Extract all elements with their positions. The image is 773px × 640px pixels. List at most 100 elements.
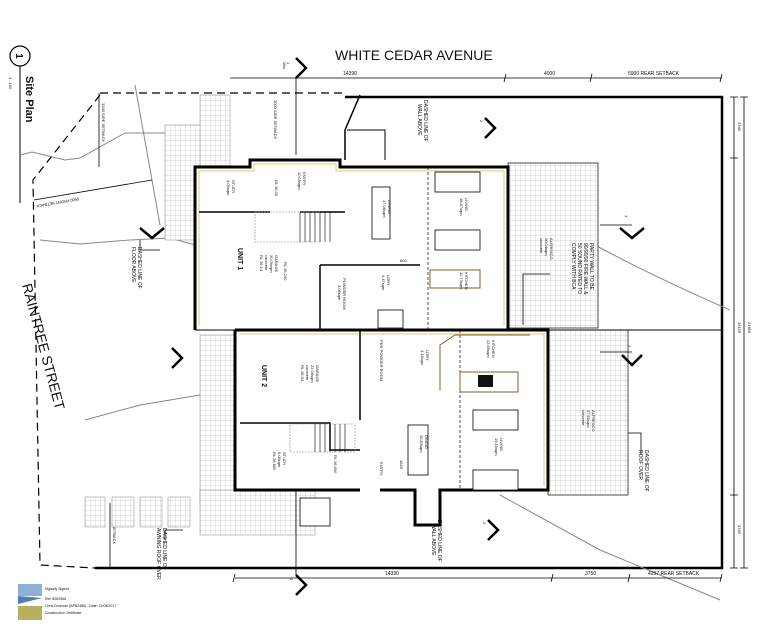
stairs-unit1 <box>254 211 331 243</box>
dim-right-total: 21695 <box>747 322 752 334</box>
section-marker-label: 1 <box>289 578 294 581</box>
note-floor-above-2: FLOOR ABOVE <box>130 247 136 283</box>
stamp-logo-blue <box>18 584 42 596</box>
side-paving-unit1 <box>199 94 231 171</box>
note-party-wall-1: PARTY WALL TO BE <box>588 243 594 291</box>
dim-top-length: 14390 <box>343 71 357 77</box>
room-alfresco-unit2-area: 27.50sqm <box>586 410 591 428</box>
room-alfresco-unit1-area: 20.04sqm <box>544 238 549 256</box>
room-kitchen-unit1: KITCHEN <box>464 272 469 290</box>
dim-right-mid: 15105 <box>737 322 742 334</box>
room-powder-unit2: PDR POWDER ROOM <box>379 340 384 381</box>
room-kitchen-unit2: KITCHEN <box>491 340 496 358</box>
room-living-unit2: LIVING <box>499 438 504 451</box>
section-marker-sheet: 08a <box>282 62 287 69</box>
room-study-unit2-rl: RL 36.600 <box>272 452 277 471</box>
room-alfresco-unit1-finish: concrete <box>539 238 544 254</box>
drawing-title: Site Plan <box>23 76 35 123</box>
room-garage-unit2-rl: RL 36.54 <box>300 365 305 382</box>
room-study-unit1-area: 4.05sqm <box>226 180 231 196</box>
unit1-rl: RL 36.240 <box>283 262 288 281</box>
unit1-label: UNIT 1 <box>236 248 243 270</box>
room-alfresco-unit2-finish: concrete <box>581 410 586 426</box>
note-floor-above-1: DASHED LINE OF <box>136 247 142 289</box>
section-marker-label: 1 <box>286 62 291 65</box>
room-entry-unit1-area: 10.09sqm <box>297 172 302 190</box>
stamp-line1: Digitally Signed <box>45 587 69 591</box>
note-party-wall-2: 90/90/90 FIRE WALL & <box>582 243 588 295</box>
drawing-notes: DASHED LINE OF WALL ABOVE DASHED LINE OF… <box>130 100 649 580</box>
room-kitchen-unit1-area: 11.73sqm <box>459 272 464 290</box>
street-name-top: WHITE CEDAR AVENUE <box>335 47 493 63</box>
digital-signature-stamp: Digitally Signed Ref: 8052566 Chris Dono… <box>18 584 116 620</box>
unit2-rl: RL 36.600 <box>333 455 338 474</box>
room-powder-unit1-area: 3.05sqm <box>337 285 342 301</box>
kitchen-island-unit1 <box>429 269 481 289</box>
note-awning-2: AWNING ROOF OVER <box>155 528 161 580</box>
stamp-line2: Ref: 8052566 <box>45 597 66 601</box>
dim-bench: 600 <box>400 258 407 263</box>
room-entry-unit2: ENTRY <box>379 462 384 476</box>
room-garage-unit1: GARAGE <box>274 255 279 272</box>
section-marker-label: 2 <box>627 345 632 348</box>
dim-side-setback-top: 3000 SIDE SETBACK <box>273 100 278 139</box>
room-living-unit2-area: 19.10sqm <box>494 438 499 456</box>
dim-bottom-length: 14390 <box>385 571 399 577</box>
room-study-unit2: STUDY <box>282 452 287 466</box>
section-marker-1-top: 1 08a <box>282 57 308 155</box>
room-dining-unit2: DINING <box>424 435 429 449</box>
note-wall-above-bottom-2: WALL ABOVE <box>430 524 436 556</box>
top-dimension: 14390 4000 5900 REAR SETBACK <box>230 71 723 83</box>
stamp-line3: Chris Donovan (BPB2486) - Date: 21/08/20… <box>45 604 116 608</box>
view-number: 1 <box>13 53 24 59</box>
furniture <box>299 171 519 527</box>
room-dining-unit1-area: 17.08sqm <box>382 200 387 218</box>
section-marker-label: 2 <box>482 522 487 525</box>
unit1-labels: UNIT 1 RL 36.240 STUDY 4.05sqm ENTRY 10.… <box>226 172 554 310</box>
room-alfresco-unit1: ALFRESCO <box>549 238 554 260</box>
stamp-line4: Construction Certificate <box>45 611 81 615</box>
section-marker-2-top: 2 <box>479 117 497 139</box>
dining-table-unit1 <box>371 186 391 240</box>
room-study-unit2-area: 9.08sqm <box>277 452 282 468</box>
dim-entry: 1825 <box>399 460 404 470</box>
room-laundry-unit1-area: 4.47sqm <box>381 275 386 291</box>
sofa-unit2 <box>472 409 519 431</box>
street-name-left: RAINTREE STREET <box>19 282 68 412</box>
note-awning-1: DASHED LINE OF <box>161 528 167 570</box>
room-entry-unit1-rl: RL 36.00 <box>274 180 279 197</box>
room-dining-unit1: DINING <box>387 200 392 214</box>
kitchen-island-unit2 <box>459 371 519 393</box>
entry-paving-unit2 <box>199 489 316 536</box>
awning-tiles <box>84 496 191 528</box>
unit2-label: UNIT 2 <box>260 365 267 387</box>
dim-top-rear: 5900 REAR SETBACK <box>628 71 680 77</box>
bottom-dimension: 14390 3750 4297 REAR SETBACK <box>232 571 723 583</box>
note-roof-over-1: DASHED LINE OF <box>643 450 649 492</box>
site-boundary <box>19 84 731 601</box>
note-party-wall-4: COMPLY WITH BCA <box>570 243 576 290</box>
stamp-logo-olive <box>18 606 42 620</box>
section-marker-label: 2 <box>479 120 484 123</box>
right-dimensions: 3345 21695 15105 3345 <box>730 96 752 569</box>
drawing-scale: 1 : 100 <box>8 77 13 90</box>
section-marker-1-bottom: 1 <box>289 490 308 596</box>
side-paving-unit2 <box>199 334 239 506</box>
dim-side-setback-top-left: 3345 SIDE SETBACK <box>101 103 106 142</box>
room-kitchen-unit2-area: 13.69sqm <box>486 340 491 358</box>
dim-bottom-mid: 3750 <box>585 571 596 577</box>
alfresco-unit2-paving <box>547 329 629 496</box>
room-garage-unit1-rl: RL 36.14 <box>259 255 264 272</box>
note-party-wall-3: 50 SOUND RATED TO <box>576 243 582 294</box>
note-roof-over-2: ROOF OVER <box>637 450 643 480</box>
note-wall-above-top-2: WALL ABOVE <box>416 104 422 136</box>
unit2-labels: UNIT 2 GARAGE 22.09sqm concrete RL 36.54… <box>260 340 596 476</box>
note-wall-above-top-1: DASHED LINE OF <box>422 100 428 142</box>
room-laundry-unit2-area: 4.16sqm <box>420 350 425 366</box>
room-laundry-unit1: LDRY <box>386 275 391 286</box>
dim-right-top: 3345 <box>737 122 742 132</box>
note-wall-above-bottom-1: DASHED LINE OF <box>436 520 442 562</box>
stairs-unit2 <box>289 423 356 453</box>
section-marker-label: 1 <box>624 215 629 218</box>
room-living-unit1-area: 18.67sqm <box>459 198 464 216</box>
